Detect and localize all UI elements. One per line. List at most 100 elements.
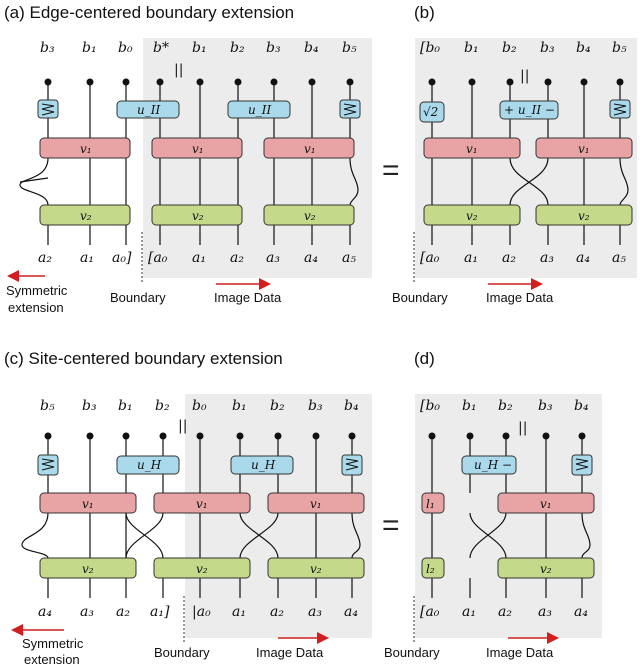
svg-text:b₄: b₄ [576, 40, 591, 56]
svg-text:b₂: b₂ [502, 40, 517, 56]
svg-text:b₃: b₃ [82, 398, 97, 414]
svg-text:a₄: a₄ [344, 604, 358, 620]
svg-text:a₄: a₄ [576, 250, 590, 266]
svg-text:a₄: a₄ [38, 604, 52, 620]
boundary-gate-right [571, 454, 593, 476]
svg-text:a₂: a₂ [270, 604, 284, 620]
panel-a: (a) Edge-centered boundary extension [4, 3, 372, 315]
svg-text:a₀]: a₀] [112, 250, 132, 266]
v1-gate: v₁ [263, 137, 355, 159]
v1-gate: v₁ [423, 137, 521, 159]
wires [19, 82, 359, 245]
svg-text:b₃: b₃ [538, 398, 553, 414]
svg-text:l₂: l₂ [426, 562, 435, 576]
svg-text:|a₀: |a₀ [192, 604, 211, 620]
parallel-mark: || [174, 62, 183, 78]
boundary-gate-right [339, 99, 361, 119]
svg-text:b₃: b₃ [308, 398, 323, 414]
svg-text:b₅: b₅ [612, 40, 627, 56]
input-labels: [a₀ a₁ a₂ a₃ a₄ a₅ [420, 250, 626, 266]
wires [21, 436, 361, 598]
svg-text:b₂: b₂ [230, 40, 245, 56]
svg-text:u_II: u_II [137, 103, 160, 117]
panel-d: (d) u_H − l₁ v₁ [384, 349, 602, 660]
image-data-background [185, 394, 372, 638]
v2-gate: v₂ [263, 204, 355, 226]
svg-text:a₂: a₂ [502, 250, 516, 266]
svg-text:a₃: a₃ [80, 604, 94, 620]
svg-text:b₃: b₃ [40, 40, 55, 56]
svg-text:a₁: a₁ [192, 250, 206, 266]
u-gate: u_H [116, 455, 180, 475]
v1-gate: v₁ [535, 137, 633, 159]
boundary-gate-left [37, 454, 59, 476]
u-gate: u_H − [461, 455, 517, 475]
svg-text:b₅: b₅ [342, 40, 357, 56]
svg-text:b₅: b₅ [40, 398, 55, 414]
v2-gate: v₂ [267, 557, 365, 579]
svg-text:a₃: a₃ [266, 250, 280, 266]
svg-text:u_II: u_II [248, 103, 271, 117]
svg-text:[b₀: [b₀ [420, 40, 440, 56]
svg-text:v₁: v₁ [192, 142, 204, 156]
input-labels: a₄ a₃ a₂ a₁] |a₀ a₁ a₂ a₃ a₄ [38, 604, 358, 620]
svg-text:v₁: v₁ [82, 497, 94, 511]
output-labels: [b₀ b₁ b₂ b₃ b₄ [420, 398, 589, 414]
svg-text:u_H −: u_H − [474, 458, 512, 472]
svg-text:a₁: a₁ [462, 604, 476, 620]
image-data-label: Image Data [486, 645, 554, 660]
equals-sign: = [382, 509, 400, 542]
output-labels: [b₀ b₁ b₂ b₃ b₄ b₅ [420, 40, 627, 56]
svg-text:a₃: a₃ [540, 250, 554, 266]
svg-text:u_H: u_H [251, 458, 276, 472]
svg-text:v₂: v₂ [578, 209, 590, 223]
svg-text:v₂: v₂ [466, 209, 478, 223]
svg-text:[a₀: [a₀ [148, 250, 168, 266]
v2-gate: v₂ [151, 204, 243, 226]
svg-text:b*: b* [153, 40, 169, 56]
svg-text:a₂: a₂ [116, 604, 130, 620]
u-gate: u_II [116, 100, 180, 119]
svg-text:b₄: b₄ [304, 40, 319, 56]
v2-gate: v₂ [153, 557, 251, 579]
image-data-background [415, 394, 602, 638]
u-gate: u_H [230, 455, 294, 475]
svg-text:a₅: a₅ [612, 250, 626, 266]
v1-gate: v₁ [39, 492, 137, 514]
v2-gate: v₂ [39, 557, 137, 579]
v1-gate: v₁ [267, 492, 365, 514]
image-data-label: Image Data [214, 290, 282, 305]
svg-text:l₁: l₁ [426, 497, 435, 511]
svg-text:v₁: v₁ [304, 142, 316, 156]
svg-text:a₁: a₁ [232, 604, 246, 620]
image-data-label: Image Data [486, 290, 554, 305]
svg-text:b₁: b₁ [232, 398, 247, 414]
output-labels: b₅ b₃ b₁ b₂ b₀ b₁ b₂ b₃ b₄ [40, 398, 359, 414]
wire-endpoints [44, 78, 354, 86]
svg-text:v₂: v₂ [310, 562, 322, 576]
svg-text:a₁: a₁ [464, 250, 478, 266]
extension-label: extension [8, 300, 64, 315]
svg-text:v₂: v₂ [196, 562, 208, 576]
symmetric-label: Symmetric [22, 636, 84, 651]
v1-gate: v₁ [39, 137, 131, 159]
svg-text:[a₀: [a₀ [420, 604, 440, 620]
boundary-gate-right [341, 454, 363, 476]
panel-title: (c) Site-centered boundary extension [4, 349, 283, 368]
wires [431, 82, 629, 245]
svg-text:b₀: b₀ [118, 40, 133, 56]
svg-text:v₁: v₁ [578, 142, 590, 156]
input-labels: [a₀ a₁ a₂ a₃ a₄ [420, 604, 588, 620]
svg-text:√2: √2 [423, 105, 438, 119]
wires [431, 436, 591, 598]
input-labels: a₂ a₁ a₀] [a₀ a₁ a₂ a₃ a₄ a₅ [38, 250, 356, 266]
svg-text:v₂: v₂ [540, 562, 552, 576]
l2-gate: l₂ [421, 557, 445, 579]
svg-text:a₁: a₁ [80, 250, 94, 266]
svg-text:b₁: b₁ [464, 40, 479, 56]
svg-text:[a₀: [a₀ [420, 250, 440, 266]
extension-label: extension [24, 652, 80, 667]
svg-text:b₄: b₄ [344, 398, 359, 414]
svg-text:b₁: b₁ [192, 40, 207, 56]
panel-title: (d) [414, 349, 435, 368]
